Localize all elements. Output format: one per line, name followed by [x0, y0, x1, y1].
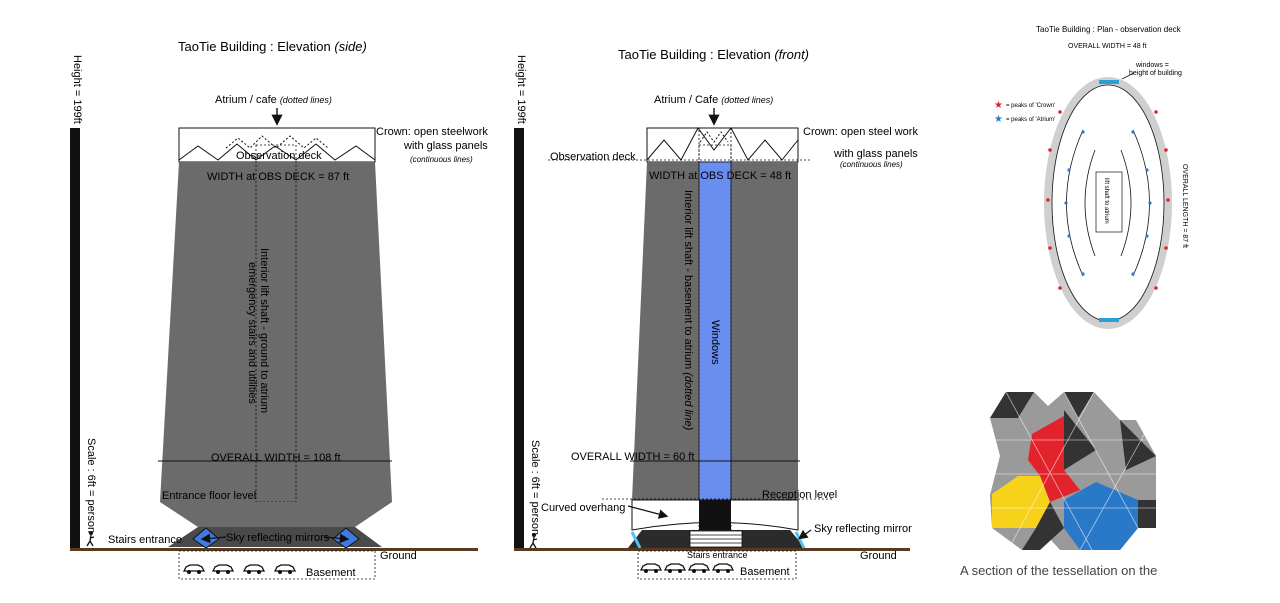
front-overall-width-label: OVERALL WIDTH = 60 ft — [571, 451, 694, 463]
front-crown-box — [646, 127, 799, 163]
plan-window-top — [1099, 80, 1119, 84]
shaft-label-2: emergency stairs and utilities — [246, 262, 258, 404]
front-mirror-left — [630, 531, 642, 549]
side-base — [160, 502, 392, 527]
front-crown-note: (continuous lines) — [840, 160, 903, 169]
front-atrium-zigzag — [699, 131, 729, 143]
front-height-bar — [514, 128, 524, 548]
basement-label: Basement — [306, 567, 356, 579]
side-body — [160, 162, 392, 502]
tessellation-caption: A section of the tessellation on the — [960, 563, 1157, 578]
front-ground-label: Ground — [860, 550, 897, 562]
plan-overall-width: OVERALL WIDTH = 48 ft — [1068, 43, 1147, 50]
plan-window-bottom — [1099, 318, 1119, 322]
tess-yellow — [992, 476, 1050, 528]
front-car-icons — [639, 563, 735, 573]
side-title: TaoTie Building : Elevation (side) — [178, 39, 367, 54]
front-title: TaoTie Building : Elevation (front) — [618, 47, 809, 62]
mirror-arrow-right — [323, 533, 350, 544]
ground-line — [70, 548, 478, 551]
front-basement-box — [637, 550, 797, 580]
basement-box — [178, 550, 376, 580]
entrance-level-label: Entrance floor level — [162, 490, 256, 502]
crown-zigzag — [178, 143, 376, 161]
front-atrium-label: Atrium / Cafe (dotted lines) — [654, 94, 773, 106]
atrium-arc-left — [1066, 129, 1084, 277]
front-elevation: TaoTie Building : Elevation (front) Heig… — [514, 47, 918, 580]
curved-arrow — [627, 505, 669, 519]
front-mirror-label: Sky reflecting mirror — [814, 523, 912, 535]
obs-deck-label: Observation deck — [236, 150, 322, 162]
stairs-label: Stairs entrance — [108, 534, 182, 546]
mirrors-label: Sky reflecting mirrors — [226, 532, 330, 544]
side-plinth — [168, 527, 382, 547]
front-person-icon — [529, 533, 538, 549]
curved-overhang-label: Curved overhang — [541, 502, 625, 514]
plan-lift-label: lift shaft to atrium — [1103, 178, 1109, 224]
plan-title: TaoTie Building : Plan - observation dec… — [1036, 25, 1182, 34]
tess-dark-1 — [990, 392, 1034, 418]
lift-shaft-base — [699, 500, 731, 530]
blue-star-icon: ★ — [994, 114, 1003, 125]
scale-label: Scale : 6ft = person — [85, 438, 97, 533]
tess-dark-2 — [1064, 392, 1094, 418]
front-crown-zigzag — [646, 127, 799, 161]
crown-label-2: with glass panels — [403, 140, 488, 152]
mirror-arrow-left — [200, 533, 227, 544]
reception-label: Reception level — [762, 489, 837, 501]
plan-overall-length: OVERALL LENGTH = 87 ft — [1181, 164, 1188, 248]
overall-width-label: OVERALL WIDTH = 108 ft — [211, 452, 341, 464]
plan-view: TaoTie Building : Plan - observation dec… — [994, 25, 1188, 329]
red-star-icon: ★ — [994, 100, 1003, 111]
atrium-peak-markers — [1064, 130, 1152, 276]
front-basement-label: Basement — [740, 566, 790, 578]
stairs-icon — [689, 530, 743, 548]
tess-blue — [1064, 482, 1156, 550]
front-obs-deck-label: Observation deck — [550, 151, 636, 163]
front-scale-label: Scale : 6ft = person — [529, 440, 541, 535]
height-label: Height = 199ft — [71, 55, 83, 124]
front-height-label: Height = 199ft — [515, 55, 527, 124]
person-icon — [86, 531, 95, 547]
front-ground-line — [514, 548, 910, 551]
windows-note-1: windows = — [1135, 62, 1169, 69]
width-obs-label: WIDTH at OBS DECK = 87 ft — [207, 171, 349, 183]
front-width-obs-label: WIDTH at OBS DECK = 48 ft — [649, 170, 791, 182]
front-mirror-arrow — [798, 529, 812, 540]
tess-red — [1028, 416, 1080, 502]
car-icons — [182, 564, 297, 574]
tess-grid — [990, 391, 1156, 551]
plan-lift-box — [1095, 171, 1123, 233]
tessellation: A section of the tessellation on the — [960, 391, 1157, 578]
front-crown-label-2: with glass panels — [833, 148, 918, 160]
crown-peak-markers — [1046, 110, 1170, 290]
crown-note: (continuous lines) — [410, 155, 473, 164]
windows-label: Windows — [709, 320, 721, 365]
front-shaft-label: Interior lift shaft - basement to atrium… — [682, 190, 694, 431]
front-stairs-label: Stairs entrance — [687, 550, 748, 560]
side-elevation: TaoTie Building : Elevation (side) Heigh… — [70, 39, 488, 580]
windows-note-leader — [1121, 72, 1135, 80]
shaft-label-1: Interior lift shaft - ground to atrium — [258, 248, 270, 413]
front-crown-label: Crown: open steel work — [803, 126, 918, 138]
front-mirror-right — [794, 531, 806, 549]
atrium-arc-left-inner — [1084, 149, 1096, 257]
atrium-label: Atrium / cafe (dotted lines) — [215, 94, 332, 106]
atrium-zigzag — [225, 135, 329, 149]
atrium-arc-right — [1132, 129, 1150, 277]
legend-atrium: = peaks of 'Atrium' — [1006, 117, 1055, 123]
tess-dark-6 — [1138, 500, 1156, 528]
tess-dark-5 — [1022, 502, 1064, 550]
windows-note-2: height of building — [1129, 70, 1182, 77]
window-strip — [698, 161, 732, 503]
legend-crown: = peaks of 'Crown' — [1006, 103, 1055, 109]
crown-label: Crown: open steelwork — [376, 126, 488, 138]
ground-label: Ground — [380, 550, 417, 562]
height-bar — [70, 128, 80, 548]
atrium-arc-right-inner — [1120, 149, 1132, 257]
